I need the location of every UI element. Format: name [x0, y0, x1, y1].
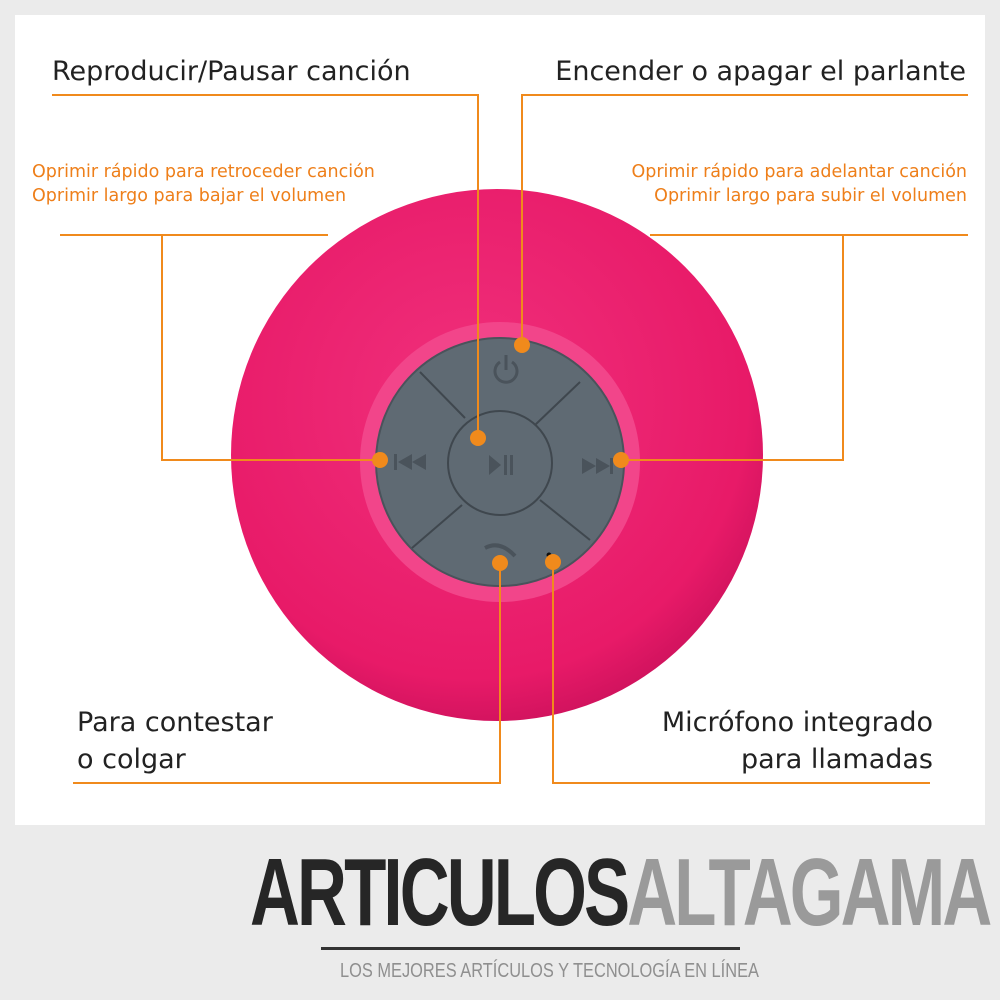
- brand-logo: ARTICULOSALTAGAMA: [250, 845, 992, 941]
- callout-dot-mic: [545, 554, 561, 570]
- call-label-2: o colgar: [77, 744, 186, 775]
- callout-dot-prev: [372, 452, 388, 468]
- brand-tagline: LOS MEJORES ARTÍCULOS Y TECNOLOGÍA EN LÍ…: [340, 960, 759, 982]
- callout-dot-call: [492, 555, 508, 571]
- prev-label-1: Oprimir rápido para retroceder canción: [32, 162, 375, 182]
- callout-lines: [52, 94, 968, 784]
- previous-icon: [394, 454, 426, 470]
- phone-icon: [484, 543, 517, 558]
- next-icon: [582, 458, 613, 474]
- callout-dot-play: [470, 430, 486, 446]
- mic-label-1: Micrófono integrado: [661, 707, 933, 738]
- callout-dot-power: [514, 337, 530, 353]
- brand-name-part1: ARTICULOS: [250, 839, 630, 946]
- pad-dividers: [411, 371, 591, 549]
- next-label-1: Oprimir rápido para adelantar canción: [631, 162, 967, 182]
- play-pause-icon: [489, 455, 513, 475]
- play-pause-label: Reproducir/Pausar canción: [52, 56, 411, 87]
- call-label-1: Para contestar: [77, 707, 273, 738]
- prev-label-2: Oprimir largo para bajar el volumen: [32, 186, 347, 206]
- next-label-2: Oprimir largo para subir el volumen: [654, 186, 967, 206]
- brand-name-part2: ALTAGAMA: [627, 839, 992, 946]
- play-pause-button[interactable]: [447, 410, 553, 516]
- power-icon: [493, 355, 519, 384]
- logo-divider: [321, 947, 740, 950]
- power-label: Encender o apagar el parlante: [555, 56, 966, 87]
- callout-dot-next: [613, 452, 629, 468]
- mic-label-2: para llamadas: [740, 744, 933, 775]
